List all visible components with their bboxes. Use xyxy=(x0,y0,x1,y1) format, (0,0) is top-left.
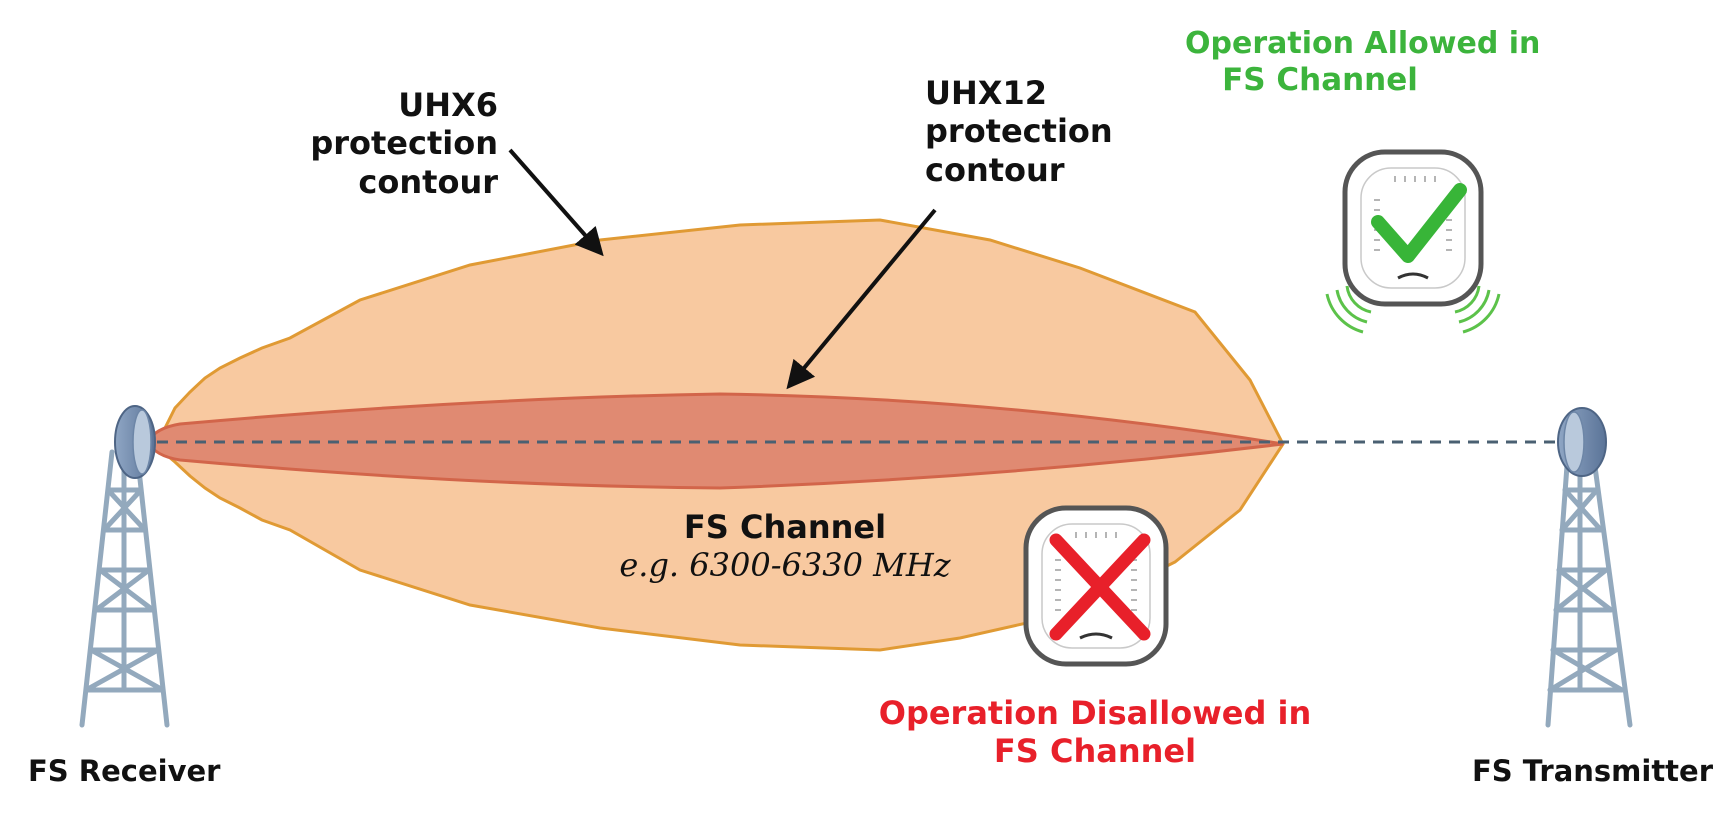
transmitter-tower-icon xyxy=(1545,407,1633,728)
fs-transmitter-label: FS Transmitter xyxy=(1472,754,1714,788)
fs-channel-title: FS Channel xyxy=(683,508,887,546)
uhx12-label: UHX12 protection contour xyxy=(925,74,1113,189)
allowed-label: Operation Allowed in FS Channel xyxy=(1185,26,1541,99)
uhx6-arrow xyxy=(508,148,604,257)
fs-channel-subtitle: e.g. 6300-6330 MHz xyxy=(619,546,951,585)
uhx12-label-line2: protection xyxy=(925,112,1113,151)
uhx6-label-line2: protection xyxy=(310,124,498,163)
allowed-label-line2: FS Channel xyxy=(1222,62,1418,98)
receiver-tower-icon xyxy=(79,405,170,728)
disallowed-label: Operation Disallowed in FS Channel xyxy=(870,694,1320,771)
uhx12-label-line3: contour xyxy=(925,150,1065,189)
uhx6-label-line1: UHX6 xyxy=(398,86,498,124)
disallowed-label-line1: Operation Disallowed in xyxy=(878,694,1312,732)
allowed-access-point-icon xyxy=(1325,149,1501,334)
uhx6-label: UHX6 protection contour xyxy=(285,86,498,201)
disallowed-label-line2: FS Channel xyxy=(993,732,1197,771)
uhx12-arrow xyxy=(786,208,937,390)
disallowed-access-point-icon xyxy=(1023,505,1169,667)
fs-receiver-label: FS Receiver xyxy=(28,754,221,788)
uhx12-label-line1: UHX12 xyxy=(925,74,1047,112)
fs-channel-label: FS Channel e.g. 6300-6330 MHz xyxy=(590,508,980,585)
allowed-label-line1: Operation Allowed in xyxy=(1185,26,1541,61)
uhx6-label-line3: contour xyxy=(358,162,498,201)
